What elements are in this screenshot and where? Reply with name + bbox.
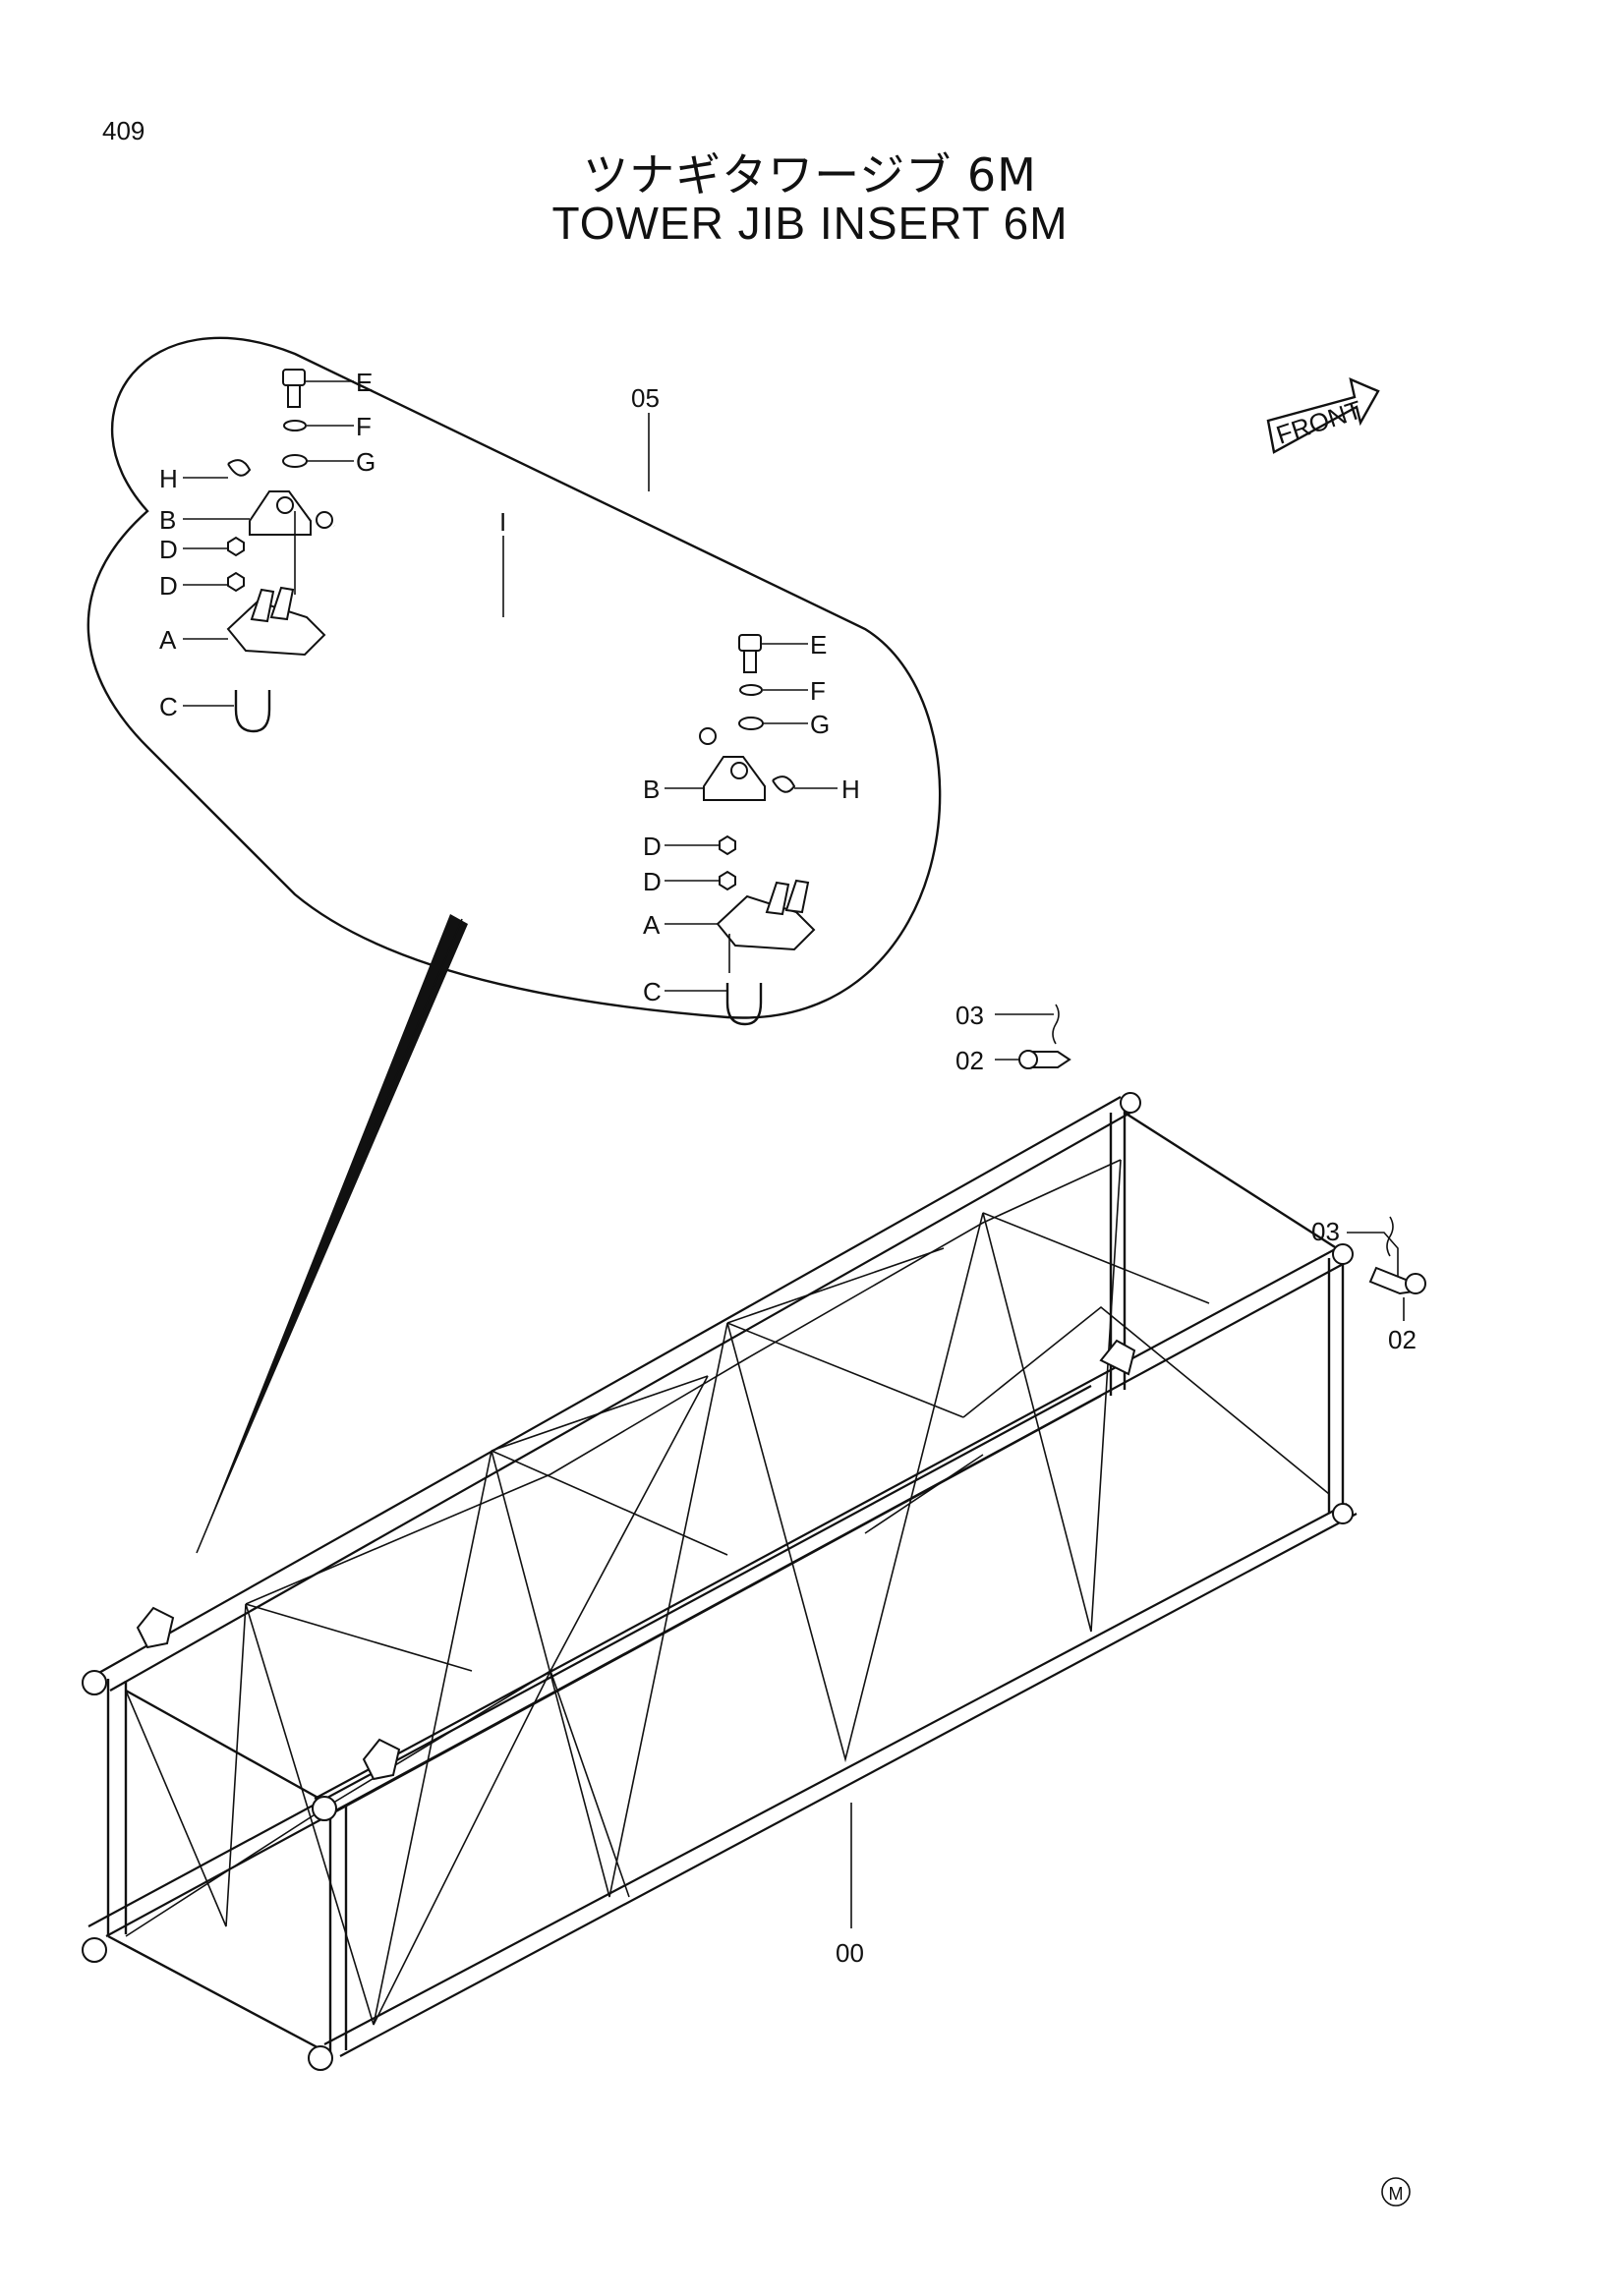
callout-left-h: H bbox=[159, 464, 178, 493]
callout-left-f: F bbox=[356, 412, 372, 441]
title-japanese: ツナギタワージブ 6M bbox=[583, 148, 1037, 201]
shaft-pin bbox=[316, 511, 717, 745]
callout-00: 00 bbox=[836, 1938, 864, 1968]
jib-insert-truss bbox=[82, 1092, 1358, 2071]
callout-right-c: C bbox=[643, 977, 662, 1006]
callout-right-d1: D bbox=[643, 832, 662, 861]
callout-right-g: G bbox=[810, 710, 830, 739]
callout-left-e: E bbox=[356, 368, 373, 397]
callout-left-d1: D bbox=[159, 535, 178, 564]
callout-shaft-i: I bbox=[499, 507, 506, 537]
left-hardware-group bbox=[183, 369, 354, 733]
callout-02-upper: 02 bbox=[955, 1046, 984, 1075]
callout-left-a: A bbox=[159, 625, 177, 655]
mark-letter: M bbox=[1389, 2184, 1404, 2204]
right-hardware-group bbox=[665, 634, 838, 1026]
callout-left-d2: D bbox=[159, 571, 178, 601]
callout-right-d2: D bbox=[643, 867, 662, 896]
callout-right-a: A bbox=[643, 910, 661, 940]
callout-03-right: 03 bbox=[1311, 1217, 1340, 1246]
manufacturer-mark: M bbox=[1381, 2177, 1411, 2207]
front-arrow-icon: FRONT bbox=[1266, 376, 1380, 454]
detail-bubble bbox=[87, 336, 942, 1019]
callout-right-h: H bbox=[841, 775, 860, 804]
detail-leader-wedge bbox=[197, 914, 468, 1553]
callout-02-right: 02 bbox=[1388, 1325, 1417, 1354]
callout-right-b: B bbox=[643, 775, 660, 804]
callout-left-g: G bbox=[356, 447, 376, 477]
callout-right-e: E bbox=[810, 630, 827, 660]
callout-03-upper: 03 bbox=[955, 1001, 984, 1030]
callout-05: 05 bbox=[631, 383, 660, 413]
callout-right-f: F bbox=[810, 676, 826, 706]
callout-left-c: C bbox=[159, 692, 178, 721]
title-english: TOWER JIB INSERT 6M bbox=[551, 198, 1069, 249]
page-number: 409 bbox=[102, 116, 145, 145]
front-label: FRONT bbox=[1273, 394, 1366, 449]
callout-left-b: B bbox=[159, 505, 176, 535]
